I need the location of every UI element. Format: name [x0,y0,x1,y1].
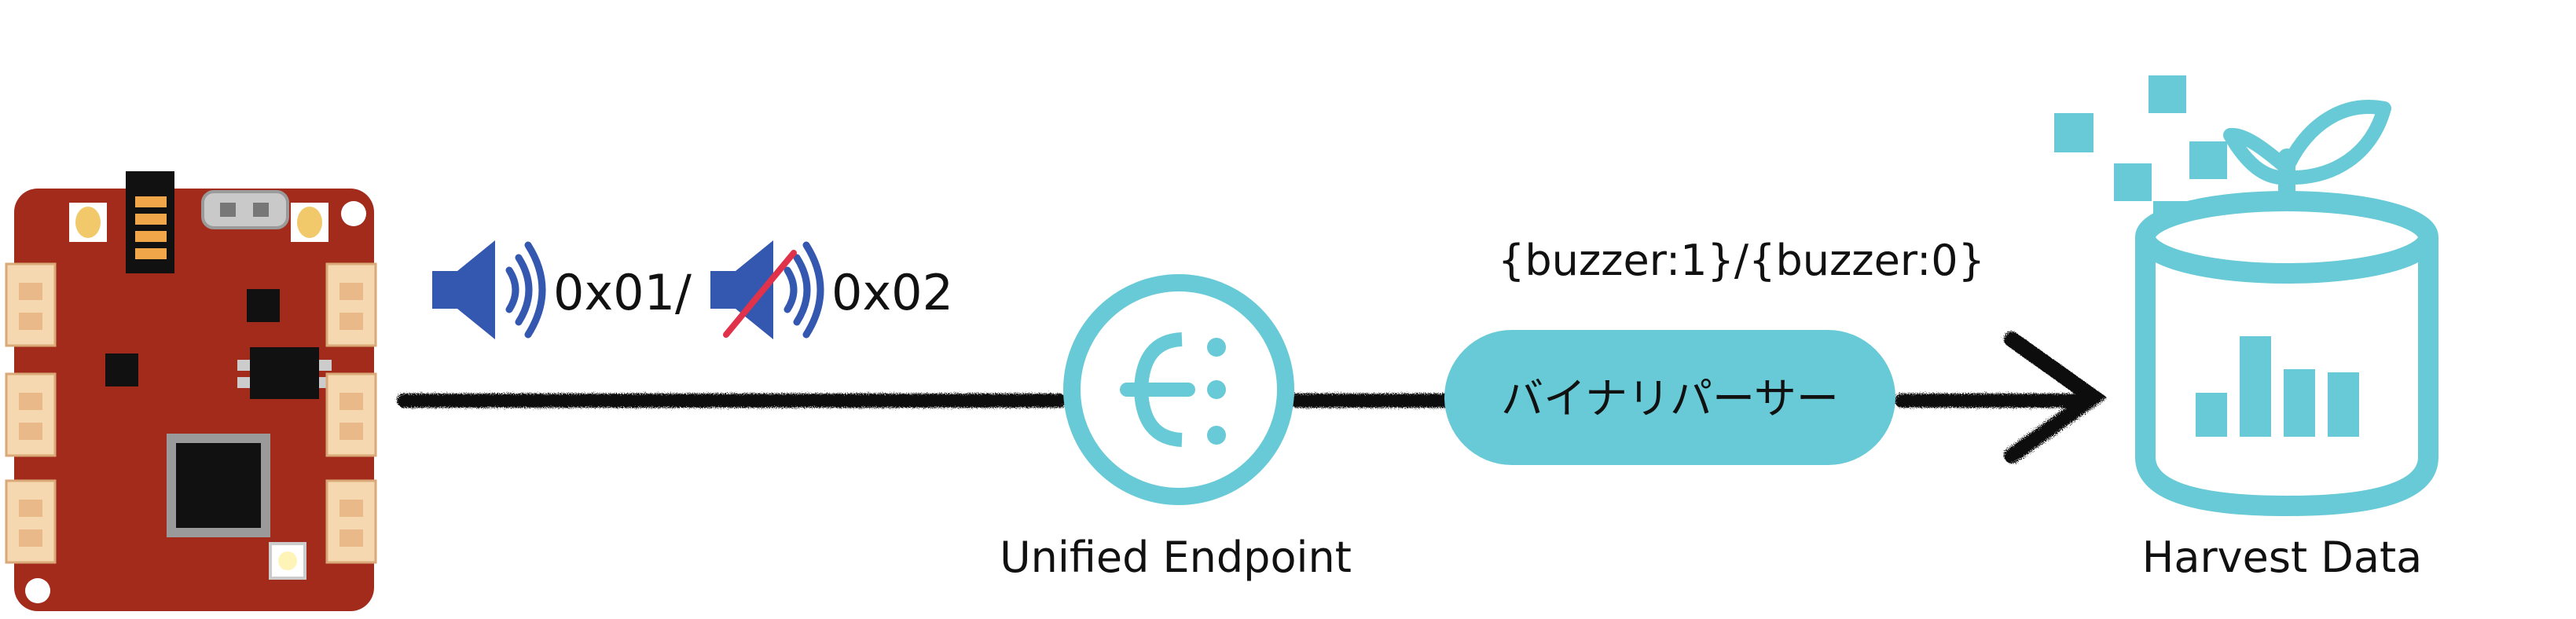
harvest-label: Harvest Data [2142,533,2422,582]
parser-pill [1444,330,1895,465]
arrowhead [2004,331,2108,463]
unified-endpoint-icon [1063,274,1294,505]
flow-line [397,331,2108,463]
speaker-muted-icon [710,240,824,339]
parser-payload: {buzzer:1}/{buzzer:0} [1498,236,1985,285]
device-board-icon [5,171,377,611]
signal-on-code: 0x01/ [553,264,692,321]
endpoint-label: Unified Endpoint [1000,533,1352,582]
parser-label: バイナリパーサー [1501,374,1839,423]
harvest-data-icon [2054,75,2438,516]
signal-off-code: 0x02 [831,264,953,321]
speaker-on-icon [432,240,546,339]
